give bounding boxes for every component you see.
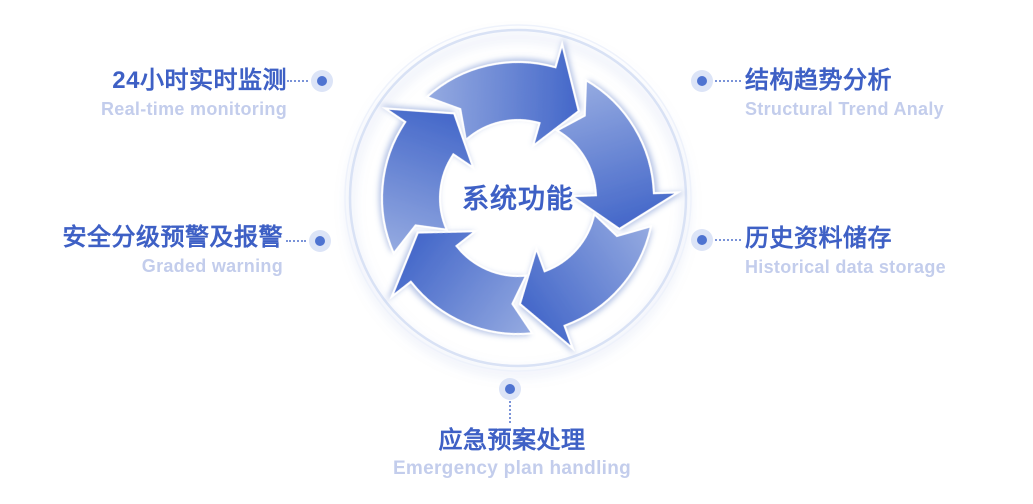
dotted-connector: [715, 80, 741, 82]
item-subtitle-en: Emergency plan handling: [392, 458, 632, 479]
item-subtitle-en: Structural Trend Analy: [745, 99, 944, 119]
connector-dot: [499, 378, 521, 400]
item-title-zh: 24小时实时监测: [112, 67, 287, 94]
cycle-arrow-5: [381, 107, 476, 256]
item-subtitle-en: Historical data storage: [745, 257, 946, 277]
cycle-arrow-3: [518, 212, 653, 352]
cycle-arrow-2: [554, 78, 682, 231]
item-subtitle-en: Graded warning: [141, 256, 283, 276]
item-title-zh: 安全分级预警及报警: [62, 224, 283, 251]
connector-dot-core: [317, 76, 327, 86]
connector-dot: [311, 70, 333, 92]
dotted-connector: [286, 240, 306, 242]
connector-dot: [691, 229, 713, 251]
outer-ring: [348, 28, 688, 368]
dotted-connector: [715, 239, 741, 241]
dotted-connector: [509, 401, 511, 423]
connector-dot: [691, 70, 713, 92]
cycle-arrow-4: [389, 230, 534, 335]
connector-dot-core: [697, 76, 707, 86]
item-title-zh: 历史资料储存: [745, 225, 892, 252]
connector-dot: [309, 230, 331, 252]
connector-dot-core: [315, 236, 325, 246]
outer-ring-halo: [344, 24, 692, 372]
item-structural-trend-analysis: 结构趋势分析 Structural Trend Analy: [745, 66, 944, 122]
connector-dot-core: [505, 384, 515, 394]
item-historical-data-storage: 历史资料储存 Historical data storage: [745, 224, 946, 280]
item-subtitle-en: Real-time monitoring: [100, 99, 287, 119]
dotted-connector: [287, 80, 308, 82]
item-realtime-monitoring: 24小时实时监测 Real-time monitoring: [101, 66, 287, 122]
item-title-zh: 应急预案处理: [438, 427, 586, 454]
cycle-arrows-graphic: [344, 24, 692, 372]
item-emergency-plan-handling: 应急预案处理 Emergency plan handling: [312, 426, 712, 482]
center-title: 系统功能: [462, 184, 574, 214]
connector-dot-core: [697, 235, 707, 245]
cycle-arrow-1: [425, 40, 580, 149]
item-graded-warning: 安全分级预警及报警 Graded warning: [63, 223, 284, 279]
item-title-zh: 结构趋势分析: [745, 67, 892, 94]
